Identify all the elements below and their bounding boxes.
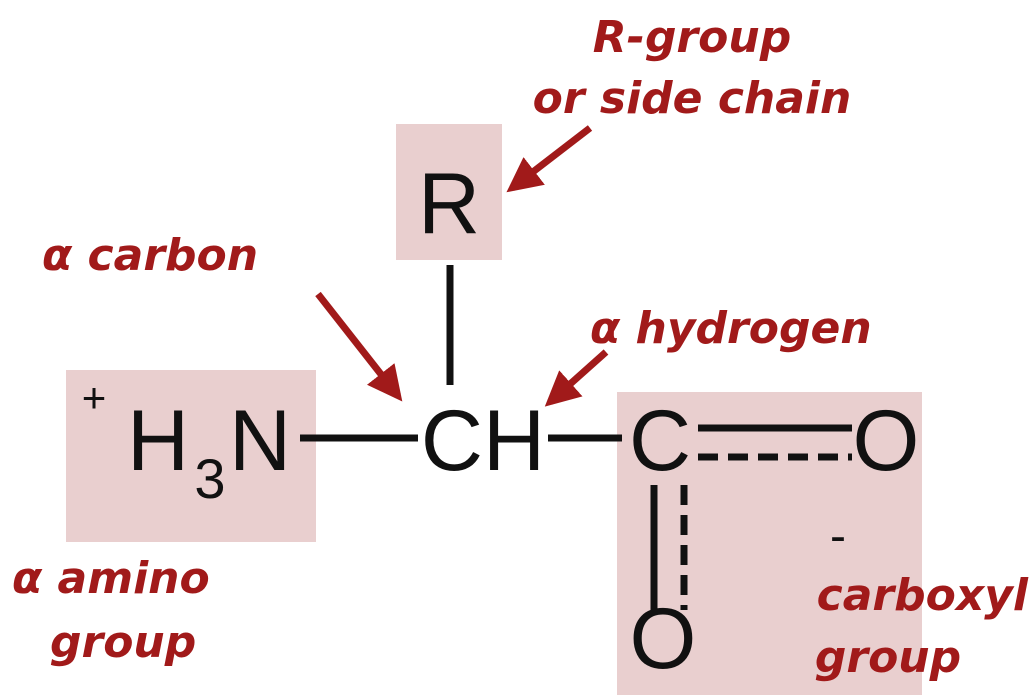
alpha-carbon-arrow: [315, 291, 403, 402]
amino-group-box: [66, 370, 316, 542]
r-atom: R: [418, 156, 480, 252]
amine-subscript: 3: [194, 447, 225, 510]
carboxyl-label-line2: group: [815, 632, 961, 683]
carboxyl-label-line1: carboxyl: [817, 570, 1029, 621]
alpha-amino-label-line2: group: [50, 617, 196, 668]
labels: R-group or side chain α carbon α hydroge…: [12, 12, 1029, 683]
alpha-amino-label-line1: α amino: [12, 553, 210, 604]
alpha-hydrogen-arrow: [544, 349, 609, 407]
r-group-label-line2: or side chain: [533, 73, 852, 124]
arrows: [315, 125, 609, 407]
r-group-arrow: [506, 125, 593, 193]
r-group-label-line1: R-group: [593, 12, 791, 63]
alpha-ch: CH: [421, 393, 545, 489]
r-group-box: [396, 124, 502, 260]
amine-nitrogen: N: [229, 393, 291, 489]
carboxyl-oxygen-right: O: [853, 393, 920, 489]
alpha-carbon-label: α carbon: [42, 230, 258, 281]
bonds: [300, 265, 852, 610]
alpha-hydrogen-label: α hydrogen: [590, 303, 872, 354]
carboxyl-oxygen-bottom: O: [630, 591, 697, 687]
carboxyl-charge: -: [830, 510, 846, 563]
carboxyl-group-box: [617, 392, 922, 695]
amine-hydrogen: H: [127, 393, 189, 489]
amine-charge: +: [82, 374, 107, 421]
carboxyl-carbon: C: [629, 393, 691, 489]
